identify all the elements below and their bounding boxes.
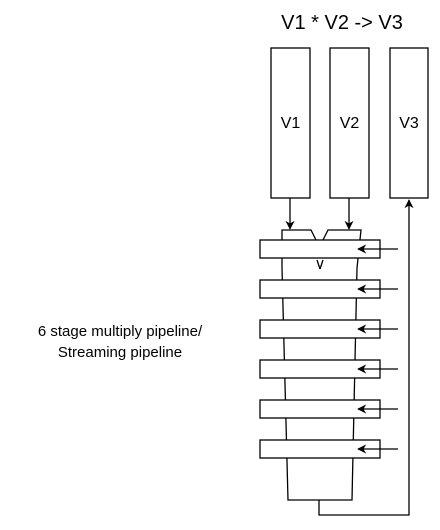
pipeline-stage-2 <box>259 279 398 299</box>
register-v3: V3 <box>389 47 429 199</box>
register-v3-box <box>389 47 429 199</box>
pipeline-stage-5 <box>259 399 398 419</box>
pipeline-label-line1: 6 stage multiply pipeline/ <box>38 323 203 340</box>
pipeline-stage-6 <box>259 439 398 459</box>
register-v2-label: V2 <box>340 115 360 132</box>
register-v3-label: V3 <box>399 115 419 132</box>
register-v2: V2 <box>329 47 370 199</box>
output-bus-to-v3 <box>318 199 414 516</box>
pipeline-label-line2: Streaming pipeline <box>58 344 182 361</box>
pipeline-stage-4 <box>259 359 398 379</box>
funnel-v-notch <box>316 259 321 270</box>
pipeline-stages <box>259 239 398 459</box>
register-v2-box <box>329 47 370 199</box>
funnel-v-notch-right <box>319 259 324 270</box>
register-v1-box <box>270 47 311 199</box>
register-v1-label: V1 <box>281 115 301 132</box>
diagram-title: V1 * V2 -> V3 <box>281 12 403 34</box>
register-v1: V1 <box>270 47 311 199</box>
pipeline-stage-1 <box>259 239 398 259</box>
pipeline-stage-3 <box>259 319 398 339</box>
